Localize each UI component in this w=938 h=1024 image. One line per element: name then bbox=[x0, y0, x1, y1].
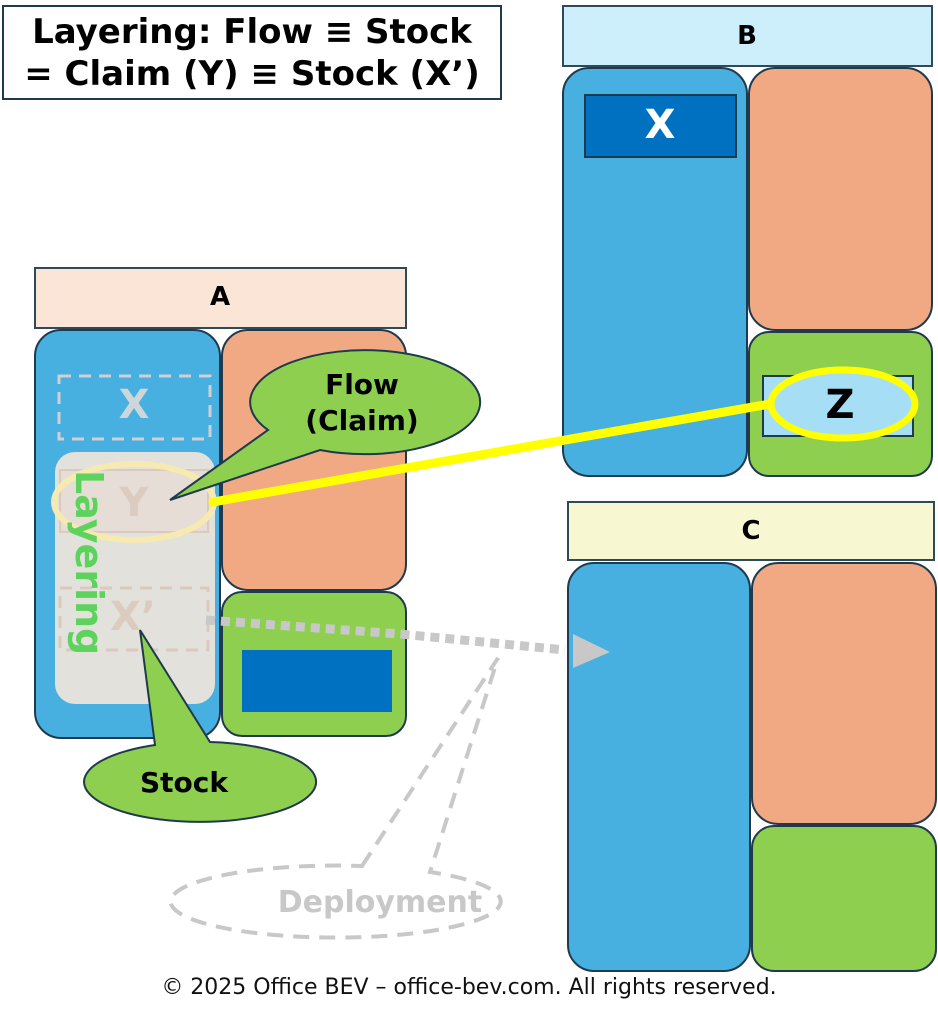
title-box: Layering: Flow ≡ Stock = Claim (Y) ≡ Sto… bbox=[2, 5, 502, 100]
x-prime-label: X’ bbox=[110, 594, 156, 640]
stock-callout: Stock bbox=[83, 629, 318, 823]
entity-c-header bbox=[567, 501, 935, 561]
entity-c-liabilities bbox=[751, 562, 937, 825]
entity-b-assets bbox=[562, 67, 748, 477]
entity-b-header bbox=[562, 5, 933, 67]
x-prime-ghost-block bbox=[58, 586, 210, 652]
deployment-arrowhead bbox=[573, 634, 610, 668]
entity-c-label: C bbox=[741, 516, 760, 546]
entity-c-assets bbox=[567, 562, 751, 972]
stock-callout-bubble bbox=[83, 629, 318, 823]
flow-connector-line bbox=[208, 399, 775, 507]
x-ghost-block bbox=[57, 374, 212, 441]
stock-callout-label: Stock bbox=[140, 766, 229, 799]
entity-c-equity bbox=[751, 825, 937, 972]
flow-callout: Flow (Claim) bbox=[169, 349, 482, 501]
z-block-label: Z bbox=[825, 382, 854, 428]
deployment-callout-label: Deployment bbox=[278, 885, 482, 920]
entity-a-label: A bbox=[210, 282, 230, 312]
title-line-1: Layering: Flow ≡ Stock bbox=[32, 11, 472, 52]
x-ghost-label: X bbox=[119, 382, 150, 428]
entity-b-liabilities bbox=[748, 67, 933, 331]
y-block-label: Y bbox=[119, 480, 150, 526]
flow-callout-bubble bbox=[169, 349, 482, 501]
flow-callout-line2: (Claim) bbox=[305, 404, 418, 437]
deployment-arrow bbox=[205, 615, 566, 655]
entity-a-header bbox=[34, 267, 407, 329]
layering-label: Layering bbox=[67, 470, 111, 655]
x-block-b bbox=[584, 94, 737, 158]
deployment-callout-bubble bbox=[168, 656, 503, 940]
entity-b-label: B bbox=[737, 21, 757, 51]
y-block bbox=[59, 469, 209, 533]
flow-callout-line1: Flow bbox=[325, 368, 399, 401]
copyright-footer: © 2025 Office BEV – office-bev.com. All … bbox=[161, 975, 777, 1000]
deployment-callout: Deployment bbox=[168, 656, 503, 940]
x-block-b-label: X bbox=[645, 102, 676, 148]
title-line-2: = Claim (Y) ≡ Stock (X’) bbox=[24, 53, 480, 94]
entity-c: C bbox=[567, 501, 937, 972]
entity-a-equity-block bbox=[242, 650, 392, 712]
